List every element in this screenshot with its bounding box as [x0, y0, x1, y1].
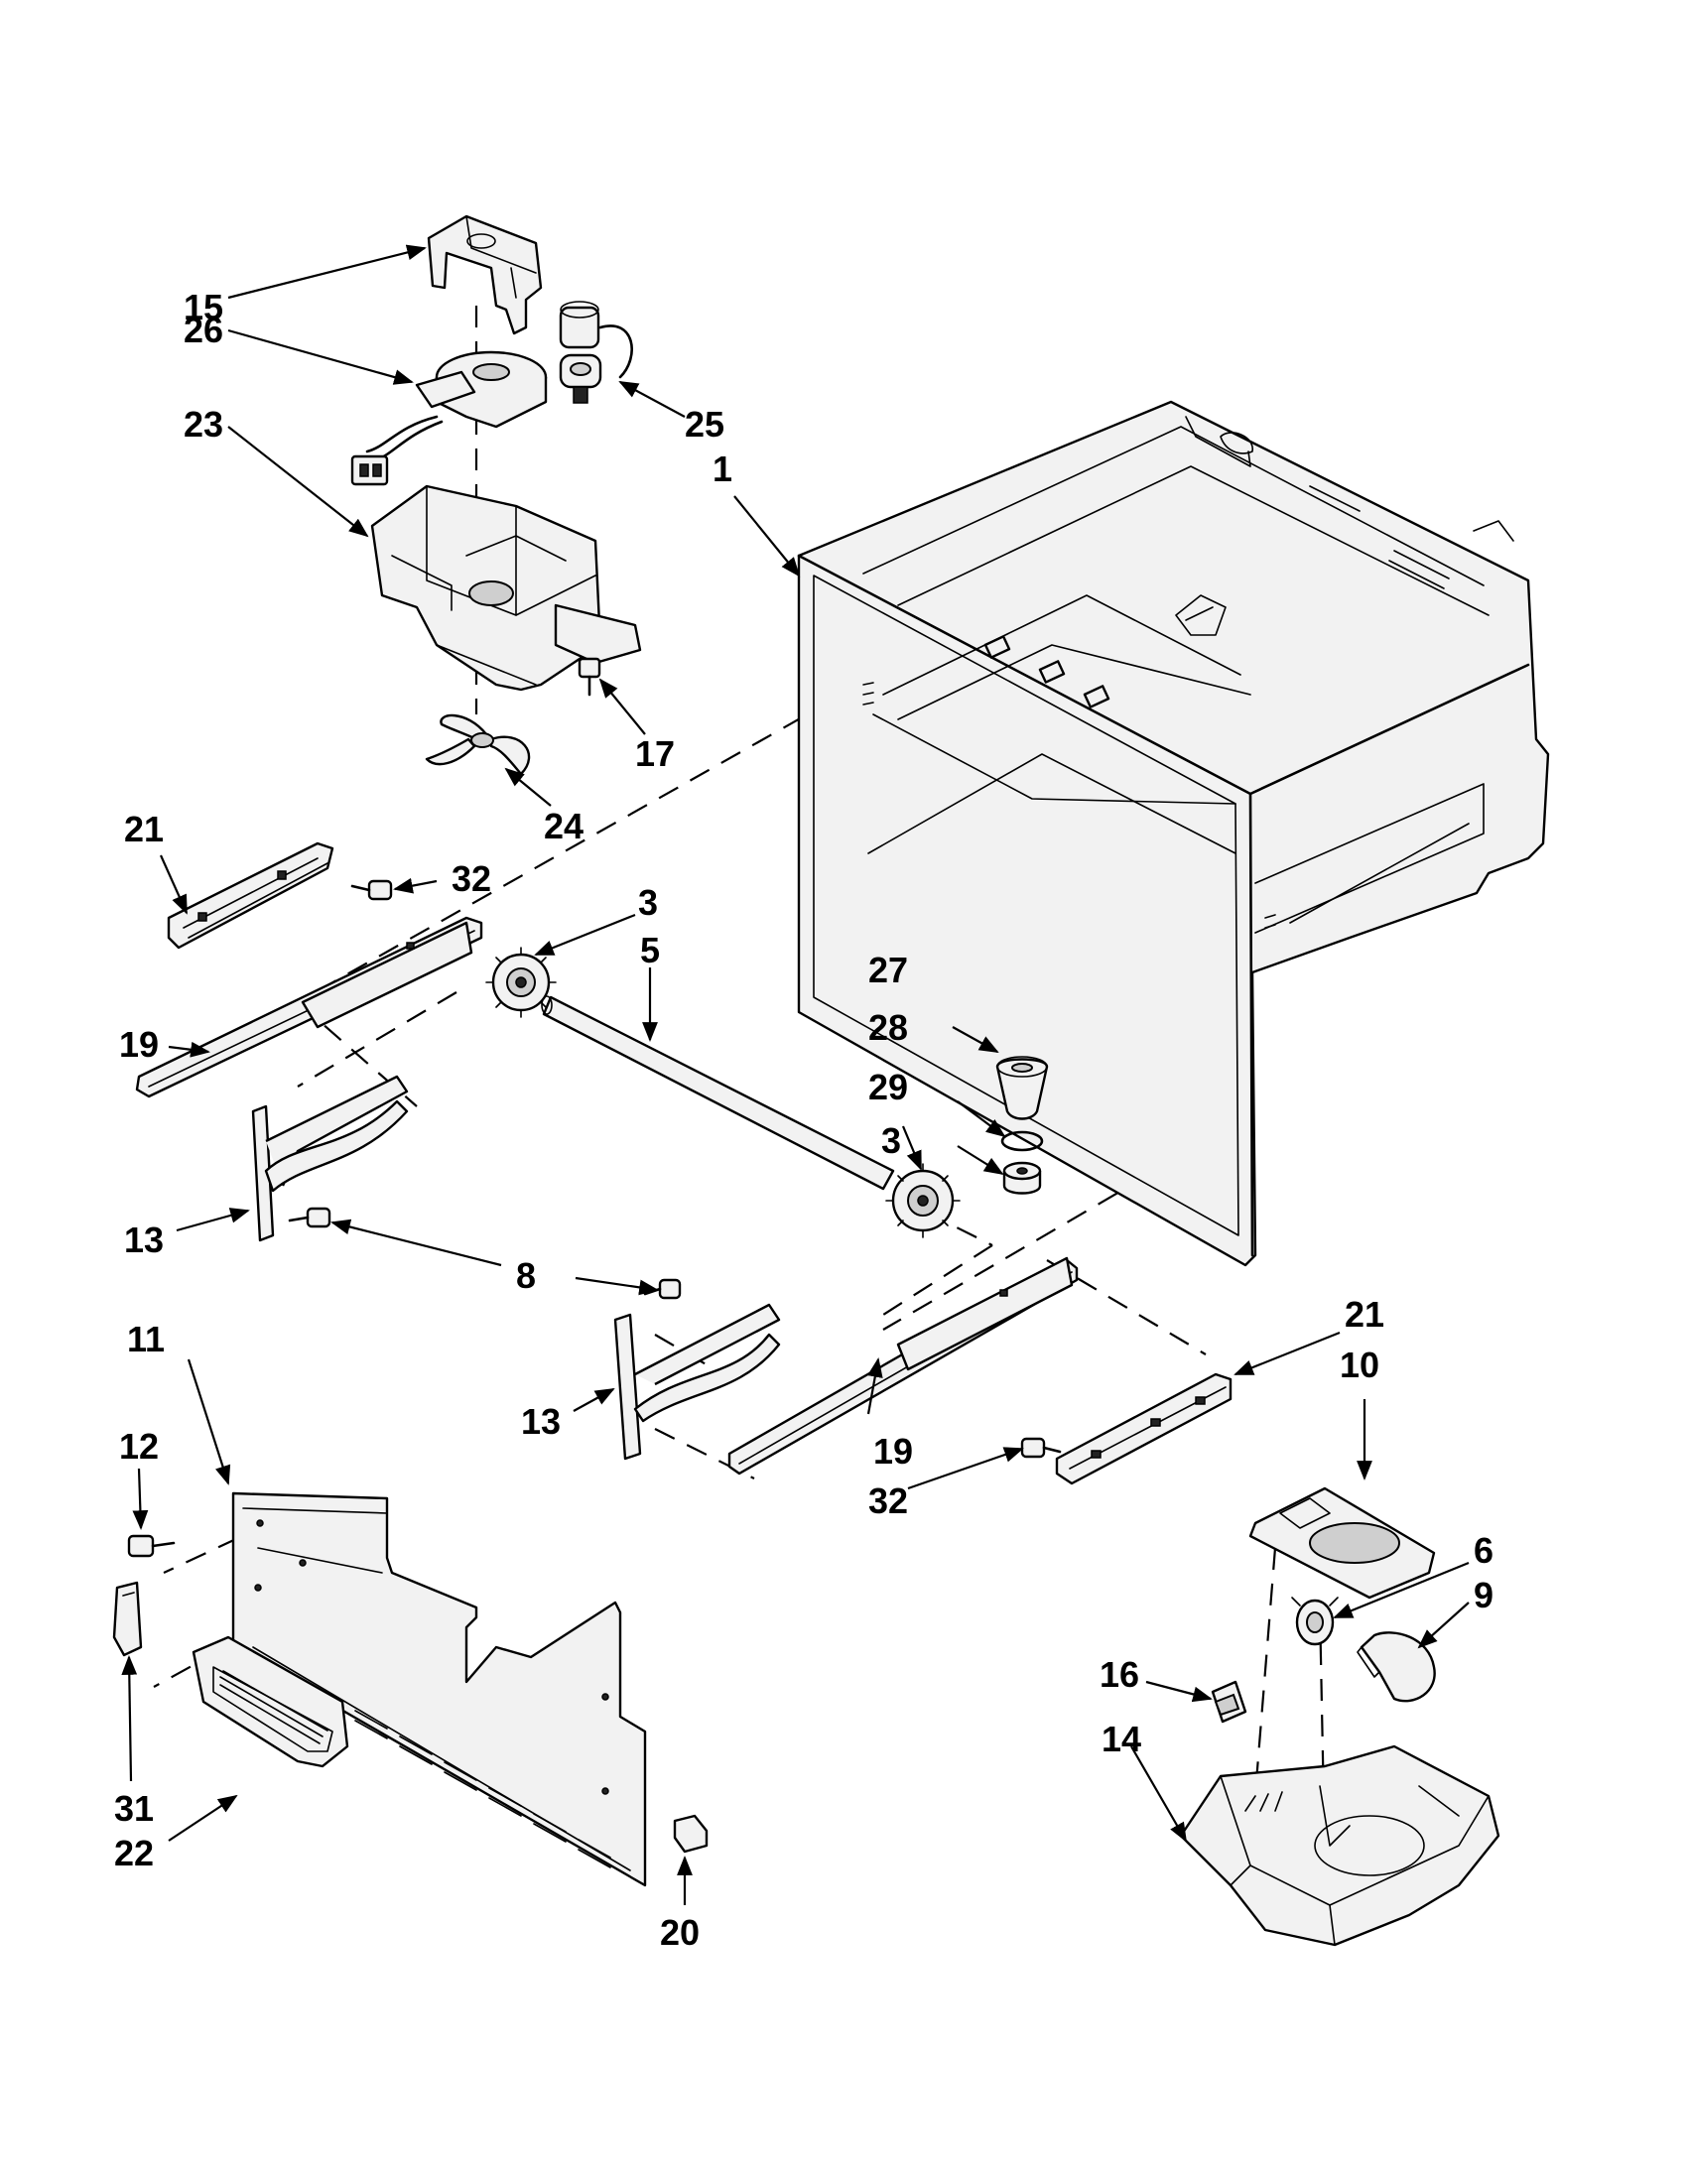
callout-11: 11: [127, 1319, 165, 1359]
callout-3-lower: 3: [881, 1120, 901, 1161]
callout-15: 15: [184, 287, 223, 327]
gear-part-3-lower: [885, 1163, 961, 1238]
bracket-part-13-lower: [613, 1303, 781, 1461]
screw-part-8-upper: [288, 1207, 331, 1228]
fan-shroud-part-23: [370, 484, 642, 692]
bulb-part-9: [1357, 1631, 1436, 1703]
clip-part-31: [112, 1581, 143, 1657]
fan-bracket-part-15: [427, 214, 543, 335]
slide-rail-part-21-right: [1055, 1372, 1233, 1485]
callout-8: 8: [516, 1255, 536, 1296]
callout-25: 25: [685, 404, 724, 445]
bushing-part-29: [1002, 1161, 1042, 1195]
light-cover-part-10: [1248, 1486, 1436, 1600]
callout-3-upper: 3: [638, 882, 658, 923]
bracket-part-13-upper: [251, 1075, 409, 1242]
callout-19-lower: 19: [873, 1431, 913, 1472]
callout-16: 16: [1100, 1654, 1139, 1695]
callout-31: 31: [114, 1788, 154, 1829]
light-housing-part-14: [1179, 1744, 1500, 1947]
callout-10: 10: [1340, 1345, 1379, 1385]
callout-12: 12: [119, 1426, 159, 1467]
callout-labels: 15 26 25 23 1 17 24 21 32 3 5 19 27 28 2…: [114, 287, 1493, 1953]
callout-17: 17: [635, 733, 675, 774]
callout-1: 1: [713, 449, 732, 489]
callout-9: 9: [1474, 1575, 1493, 1615]
grille-part-22: [192, 1635, 349, 1768]
callout-26: 26: [184, 310, 223, 350]
sensor-part-25: [559, 301, 633, 404]
cover-panel-part-11: [231, 1491, 647, 1887]
callout-13-upper: 13: [124, 1220, 164, 1260]
callout-27: 27: [868, 950, 908, 990]
callout-21-upper: 21: [124, 809, 164, 849]
callout-5: 5: [640, 930, 660, 970]
callout-22: 22: [114, 1833, 154, 1873]
switch-part-16: [1211, 1680, 1247, 1724]
screw-part-17: [578, 657, 601, 697]
callout-28: 28: [868, 1007, 908, 1048]
callout-leaders: [121, 244, 1470, 1905]
callout-24: 24: [544, 806, 584, 846]
callout-32-upper: 32: [452, 858, 491, 899]
gear-part-3-upper: [485, 947, 557, 1018]
callout-20: 20: [660, 1912, 700, 1953]
fan-motor-part-26: [350, 350, 548, 486]
callout-23: 23: [184, 404, 223, 445]
freezer-basket-part-1: [797, 400, 1550, 1267]
fan-blade-part-24: [425, 713, 531, 776]
callout-14: 14: [1102, 1719, 1141, 1759]
ring-part-28: [1000, 1130, 1044, 1152]
shaft-part-5: [541, 995, 895, 1191]
callout-32-lower: 32: [868, 1480, 908, 1521]
slide-part-19-lower: [727, 1256, 1079, 1476]
callout-29: 29: [868, 1067, 908, 1107]
callout-19-left: 19: [119, 1024, 159, 1065]
slide-part-19-left: [135, 916, 483, 1098]
socket-part-6: [1291, 1597, 1339, 1646]
screw-part-32-lower: [1020, 1437, 1062, 1459]
screw-part-32-upper: [350, 879, 393, 901]
roller-part-27: [995, 1056, 1049, 1120]
callout-21-right: 21: [1345, 1294, 1384, 1335]
screw-part-12: [127, 1534, 176, 1558]
callout-13-lower: 13: [521, 1401, 561, 1442]
callout-6: 6: [1474, 1530, 1493, 1571]
seal-part-20: [673, 1814, 709, 1854]
slide-rail-part-21-upper: [167, 841, 334, 950]
